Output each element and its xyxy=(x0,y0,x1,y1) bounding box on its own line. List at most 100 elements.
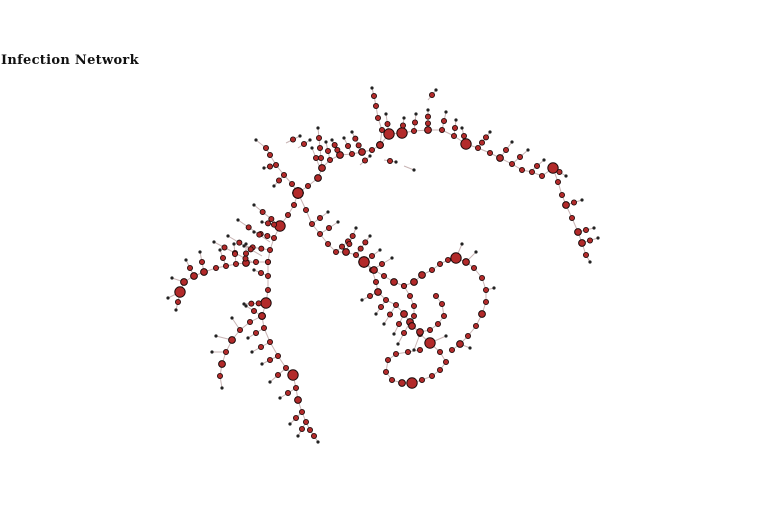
network-node xyxy=(218,360,226,368)
leaf-node xyxy=(250,350,254,354)
network-node xyxy=(338,243,345,250)
network-node xyxy=(456,340,464,348)
network-node xyxy=(574,228,582,236)
network-node xyxy=(282,364,289,371)
network-node xyxy=(474,144,481,151)
network-node xyxy=(236,239,243,246)
network-node xyxy=(324,240,331,247)
network-node xyxy=(316,214,323,221)
network-node xyxy=(366,292,373,299)
network-node xyxy=(440,312,447,319)
network-node xyxy=(294,396,302,404)
network-node xyxy=(451,125,458,132)
network-node xyxy=(562,201,570,209)
network-node xyxy=(316,144,323,151)
network-node xyxy=(315,134,322,141)
network-node xyxy=(519,166,526,173)
leaf-node xyxy=(260,362,264,366)
network-node xyxy=(349,232,356,239)
network-node xyxy=(222,262,229,269)
network-node xyxy=(348,150,355,157)
network-node xyxy=(555,178,562,185)
leaf-node xyxy=(316,126,320,130)
network-node xyxy=(374,115,381,122)
network-node xyxy=(432,292,439,299)
network-node xyxy=(539,172,546,179)
network-node xyxy=(460,132,467,139)
network-nodes xyxy=(166,86,600,444)
network-node xyxy=(264,286,271,293)
network-node xyxy=(289,136,296,143)
network-node xyxy=(186,264,193,271)
network-node xyxy=(336,151,344,159)
network-node xyxy=(290,201,297,208)
network-node xyxy=(324,147,331,154)
network-node xyxy=(406,377,418,389)
leaf-node xyxy=(342,136,346,140)
network-node xyxy=(547,162,559,174)
network-node xyxy=(392,350,399,357)
leaf-node xyxy=(390,256,394,260)
network-node xyxy=(198,258,205,265)
network-node xyxy=(306,426,313,433)
network-node xyxy=(325,224,332,231)
network-node xyxy=(384,121,391,128)
network-node xyxy=(362,239,369,246)
network-node xyxy=(508,160,515,167)
leaf-node xyxy=(396,342,400,346)
network-node xyxy=(368,252,375,259)
network-node xyxy=(418,271,426,279)
network-node xyxy=(416,346,423,353)
network-node xyxy=(438,127,445,134)
leaf-node xyxy=(252,268,256,272)
network-node xyxy=(410,302,417,309)
network-node xyxy=(390,278,398,286)
network-node xyxy=(392,301,399,308)
leaf-node xyxy=(244,242,248,246)
network-node xyxy=(292,384,299,391)
network-node xyxy=(274,352,281,359)
leaf-node xyxy=(242,302,246,306)
network-node xyxy=(378,260,385,267)
network-node xyxy=(358,256,370,268)
leaf-node xyxy=(214,334,218,338)
network-edge xyxy=(403,165,415,171)
network-node xyxy=(428,266,435,273)
network-node xyxy=(200,268,208,276)
network-node xyxy=(342,248,350,256)
leaf-node xyxy=(174,308,178,312)
network-node xyxy=(583,226,590,233)
network-node xyxy=(222,348,229,355)
network-node xyxy=(287,369,299,381)
network-node xyxy=(478,274,485,281)
network-node xyxy=(259,208,266,215)
network-node xyxy=(231,250,238,257)
network-node xyxy=(219,254,226,261)
network-node xyxy=(382,296,389,303)
network-node xyxy=(302,418,309,425)
network-node xyxy=(406,292,413,299)
leaf-node xyxy=(368,154,372,158)
leaf-node xyxy=(296,434,300,438)
network-node xyxy=(400,282,407,289)
network-node xyxy=(318,164,326,172)
network-node xyxy=(400,329,407,336)
network-node xyxy=(247,246,254,253)
leaf-node xyxy=(242,244,246,248)
network-node xyxy=(502,146,509,153)
network-node xyxy=(314,174,322,182)
network-node xyxy=(232,260,239,267)
leaf-node xyxy=(368,234,372,238)
network-node xyxy=(416,328,424,336)
network-node xyxy=(258,245,265,252)
network-node xyxy=(376,141,384,149)
network-node xyxy=(246,318,253,325)
network-node xyxy=(478,310,486,318)
network-node xyxy=(242,255,249,262)
network-node xyxy=(372,278,379,285)
network-node xyxy=(358,148,366,156)
leaf-node xyxy=(412,168,416,172)
network-node xyxy=(326,156,333,163)
network-node xyxy=(517,153,524,160)
network-node xyxy=(272,161,279,168)
